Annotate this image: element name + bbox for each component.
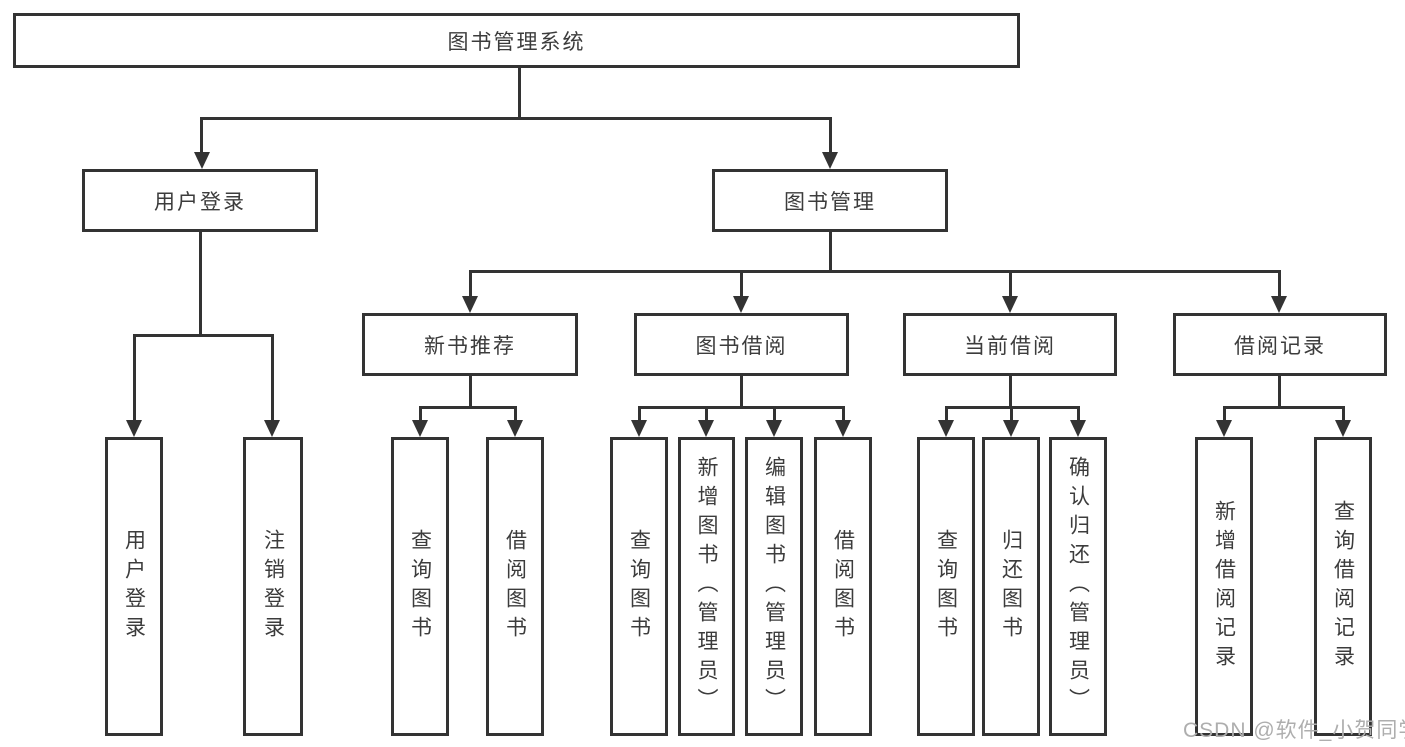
arrow-down-icon — [766, 420, 782, 437]
leaf-query-books-recommend: 查询图书 — [391, 437, 449, 736]
connector-line — [200, 117, 203, 155]
connector-line — [740, 270, 743, 298]
leaf-add-book-admin: 新增图书（管理员） — [678, 437, 735, 736]
connector-line — [469, 270, 1281, 273]
arrow-down-icon — [1335, 420, 1351, 437]
arrow-down-icon — [938, 420, 954, 437]
arrow-down-icon — [733, 296, 749, 313]
leaf-query-borrow-record: 查询借阅记录 — [1314, 437, 1372, 736]
arrow-down-icon — [507, 420, 523, 437]
connector-line — [1077, 406, 1080, 423]
connector-line — [773, 406, 776, 423]
node-borrowing-records: 借阅记录 — [1173, 313, 1387, 376]
connector-line — [1010, 406, 1013, 423]
connector-line — [740, 375, 743, 409]
arrow-down-icon — [126, 420, 142, 437]
leaf-logout: 注销登录 — [243, 437, 303, 736]
connector-line — [133, 334, 136, 422]
connector-line — [705, 406, 708, 423]
leaf-user-login: 用户登录 — [105, 437, 163, 736]
node-book-borrowing: 图书借阅 — [634, 313, 849, 376]
connector-line — [469, 270, 472, 298]
arrow-down-icon — [1216, 420, 1232, 437]
node-current-borrowing: 当前借阅 — [903, 313, 1117, 376]
watermark: CSDN @软件_小贺同学 — [1183, 719, 1405, 742]
leaf-query-books-borrowing: 查询图书 — [610, 437, 668, 736]
connector-line — [1223, 406, 1226, 423]
connector-line — [1278, 270, 1281, 298]
connector-line — [419, 406, 517, 409]
connector-line — [469, 375, 472, 409]
connector-line — [842, 406, 845, 423]
arrow-down-icon — [264, 420, 280, 437]
connector-line — [419, 406, 422, 423]
arrow-down-icon — [462, 296, 478, 313]
node-book-management: 图书管理 — [712, 169, 948, 232]
connector-line — [1009, 270, 1012, 298]
connector-line — [945, 406, 948, 423]
connector-line — [1009, 375, 1012, 409]
arrow-down-icon — [698, 420, 714, 437]
node-library-management-system: 图书管理系统 — [13, 13, 1020, 68]
arrow-down-icon — [835, 420, 851, 437]
connector-line — [514, 406, 517, 423]
connector-line — [638, 406, 845, 409]
connector-line — [1223, 406, 1345, 409]
node-user-login: 用户登录 — [82, 169, 318, 232]
arrow-down-icon — [822, 152, 838, 169]
connector-line — [829, 232, 832, 272]
leaf-confirm-return-admin: 确认归还（管理员） — [1049, 437, 1107, 736]
connector-line — [1278, 375, 1281, 409]
leaf-edit-book-admin: 编辑图书（管理员） — [745, 437, 803, 736]
arrow-down-icon — [631, 420, 647, 437]
connector-line — [200, 117, 831, 120]
leaf-borrow-books-recommend: 借阅图书 — [486, 437, 544, 736]
arrow-down-icon — [194, 152, 210, 169]
leaf-return-book: 归还图书 — [982, 437, 1040, 736]
leaf-borrow-books-borrowing: 借阅图书 — [814, 437, 872, 736]
connector-line — [638, 406, 641, 423]
connector-line — [1342, 406, 1345, 423]
connector-line — [199, 232, 202, 336]
node-new-book-recommendation: 新书推荐 — [362, 313, 578, 376]
connector-line — [829, 117, 832, 155]
connector-line — [133, 334, 274, 337]
arrow-down-icon — [1070, 420, 1086, 437]
arrow-down-icon — [1271, 296, 1287, 313]
connector-line — [518, 66, 521, 119]
leaf-add-borrow-record: 新增借阅记录 — [1195, 437, 1253, 736]
arrow-down-icon — [412, 420, 428, 437]
arrow-down-icon — [1002, 296, 1018, 313]
arrow-down-icon — [1003, 420, 1019, 437]
connector-line — [271, 334, 274, 422]
leaf-query-books-current: 查询图书 — [917, 437, 975, 736]
